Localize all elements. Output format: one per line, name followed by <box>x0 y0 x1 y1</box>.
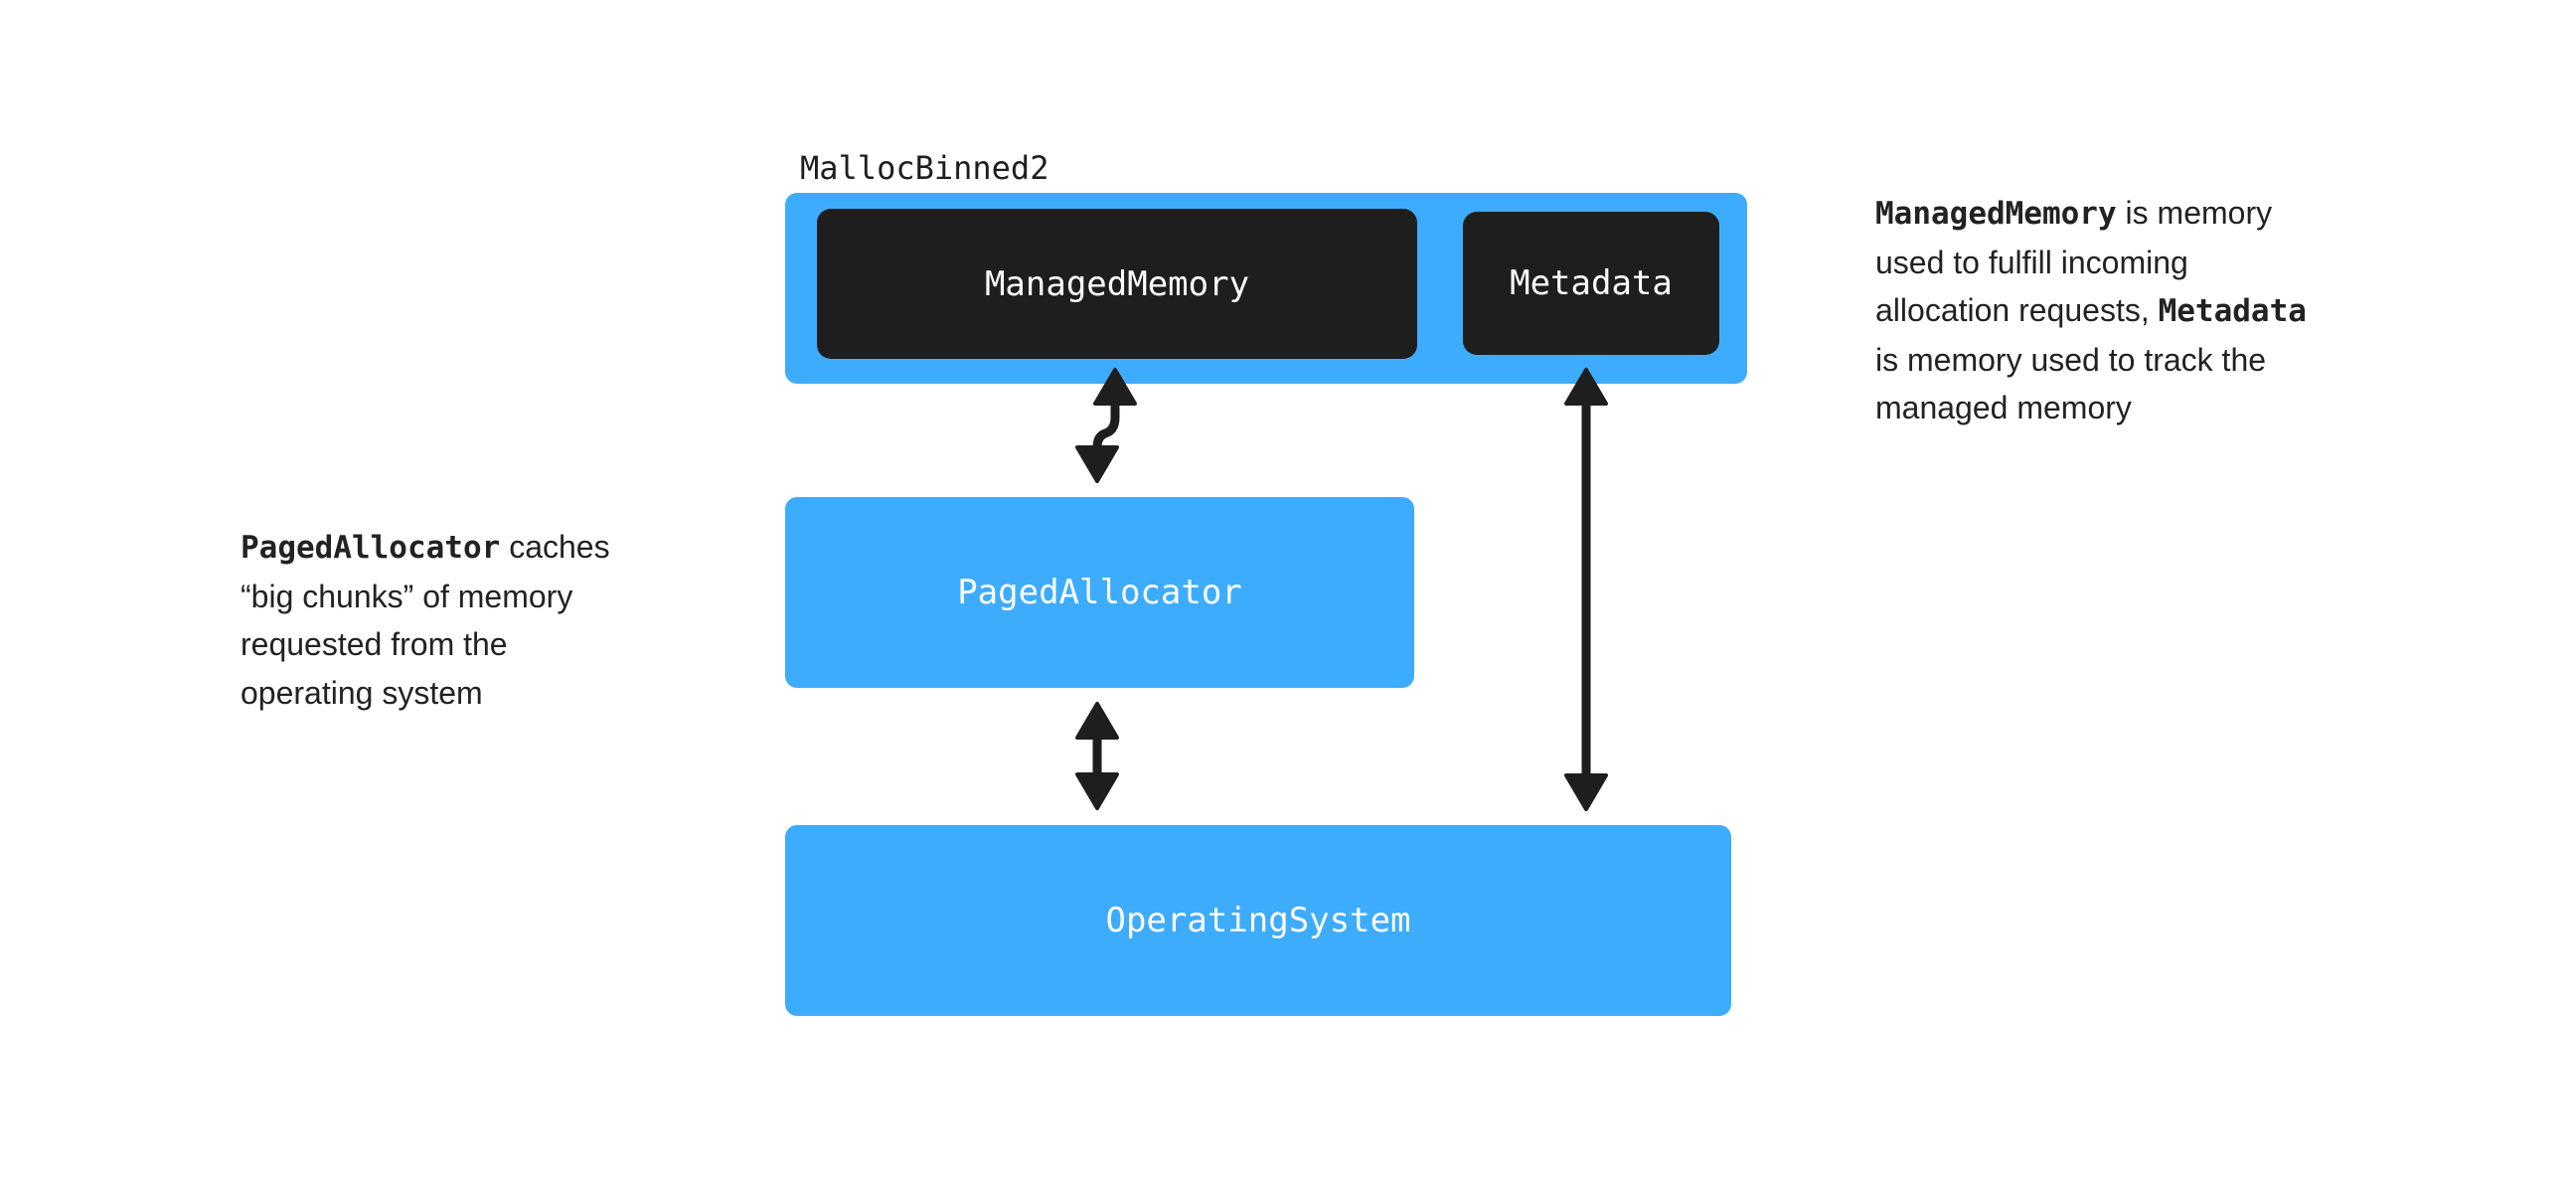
note-line: requested from the <box>241 626 508 662</box>
paged-allocator-box: PagedAllocator <box>785 497 1414 688</box>
note-line: is memory used to track the <box>1875 341 2267 378</box>
note-line: managed memory <box>1875 390 2132 425</box>
operating-system-box: OperatingSystem <box>785 825 1731 1016</box>
paged-allocator-note: PagedAllocator caches “big chunks” of me… <box>241 523 658 717</box>
note-line: operating system <box>241 674 483 711</box>
note-text: caches <box>500 529 610 565</box>
managed-memory-box: ManagedMemory <box>817 209 1417 359</box>
managed-memory-label: ManagedMemory <box>984 263 1250 304</box>
managed-memory-note: ManagedMemory is memory used to fulfill … <box>1875 189 2372 432</box>
note-line: allocation requests, Metadata <box>1875 286 2372 336</box>
note-line: PagedAllocator caches <box>241 523 658 573</box>
paged-allocator-label: PagedAllocator <box>957 573 1242 612</box>
metadata-to-os-arrow <box>1564 368 1608 811</box>
managed-to-paged-arrow <box>1075 368 1137 483</box>
note-code: PagedAllocator <box>241 530 501 566</box>
note-line: used to fulfill incoming <box>1875 244 2188 280</box>
metadata-label: Metadata <box>1510 263 1673 303</box>
metadata-box: Metadata <box>1463 212 1719 355</box>
operating-system-label: OperatingSystem <box>1105 901 1411 940</box>
paged-to-os-arrow <box>1075 702 1119 810</box>
note-line: ManagedMemory is memory <box>1875 189 2372 239</box>
note-code: Metadata <box>2158 293 2307 329</box>
note-text: is memory <box>2116 195 2273 231</box>
mallocbinned2-label: MallocBinned2 <box>800 149 1049 187</box>
note-code: ManagedMemory <box>1875 196 2117 232</box>
note-text: allocation requests, <box>1875 292 2159 328</box>
note-line: “big chunks” of memory <box>241 578 573 614</box>
